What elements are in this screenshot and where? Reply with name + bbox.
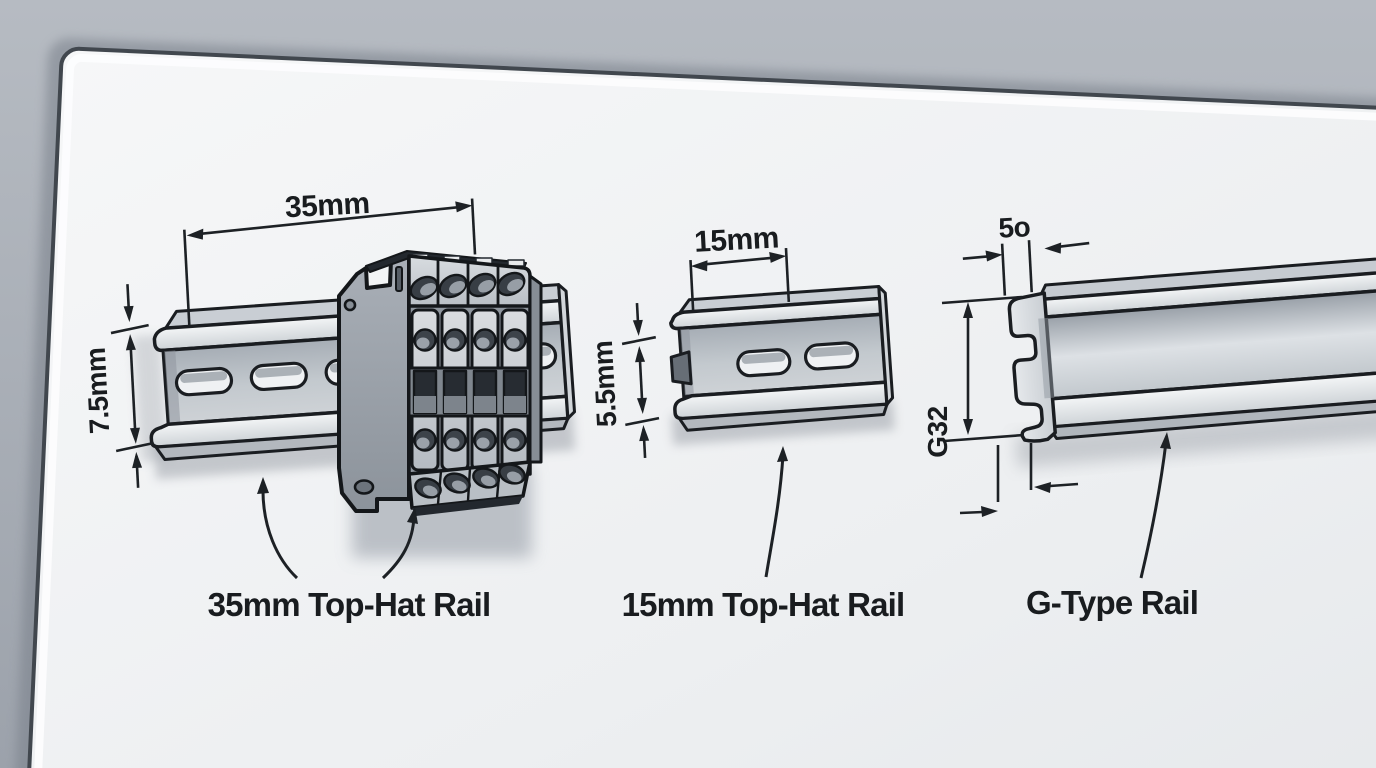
terminal-block (337, 250, 543, 516)
label-35mm-top-hat-rail: 35mm Top-Hat Rail (208, 586, 491, 623)
dim-15mm-width-label: 15mm (693, 221, 779, 258)
leader-arrows (257, 432, 1171, 580)
rail-g-shadow (1015, 404, 1376, 468)
terminal-block-side (337, 254, 411, 513)
dim-g-height: G32 (922, 295, 1079, 517)
dim-g-top-label: 5o (998, 211, 1032, 244)
rail-g-type (1007, 253, 1376, 468)
rail-15mm-top-lip (669, 296, 883, 331)
terminal-block-bottom-screws (414, 463, 526, 499)
dim-15mm-depth: 5.5mm (587, 303, 660, 458)
label-15mm-top-hat-rail: 15mm Top-Hat Rail (622, 586, 905, 623)
leader-arrowhead-block (407, 507, 418, 524)
dim-35mm-width-label: 35mm (284, 187, 370, 224)
rail-15mm (669, 284, 895, 446)
terminal-block-top-screws (409, 271, 526, 301)
dim-35mm-depth: 7.5mm (80, 284, 155, 488)
terminal-block-upper-holes (413, 328, 527, 352)
terminal-block-foot-hole (353, 479, 375, 495)
rail-15mm-end-cap (877, 284, 895, 406)
dim-15mm-width: 15mm (689, 221, 791, 311)
dim-35mm-width: 35mm (183, 187, 477, 326)
rail-35mm-end-cap (557, 283, 577, 420)
leader-arrowhead-railg (1160, 432, 1171, 449)
terminal-block-clamp-windows (412, 369, 528, 415)
dim-g-top: 5o (962, 211, 1090, 296)
dim-35mm-depth-label: 7.5mm (80, 347, 115, 435)
rail-15mm-slots (736, 341, 860, 378)
terminal-block-side-hole (343, 298, 357, 312)
rail-15mm-channel-notch (669, 350, 693, 386)
terminal-block-right-side (528, 274, 543, 464)
label-g-type-rail: G-Type Rail (1026, 584, 1198, 621)
dim-15mm-depth-label: 5.5mm (587, 340, 622, 428)
leader-arrowhead-rail35 (257, 477, 269, 494)
dim-g-height-label: G32 (922, 406, 953, 457)
terminal-block-lower-holes (413, 428, 527, 452)
leader-arrowhead-rail15 (777, 446, 788, 462)
